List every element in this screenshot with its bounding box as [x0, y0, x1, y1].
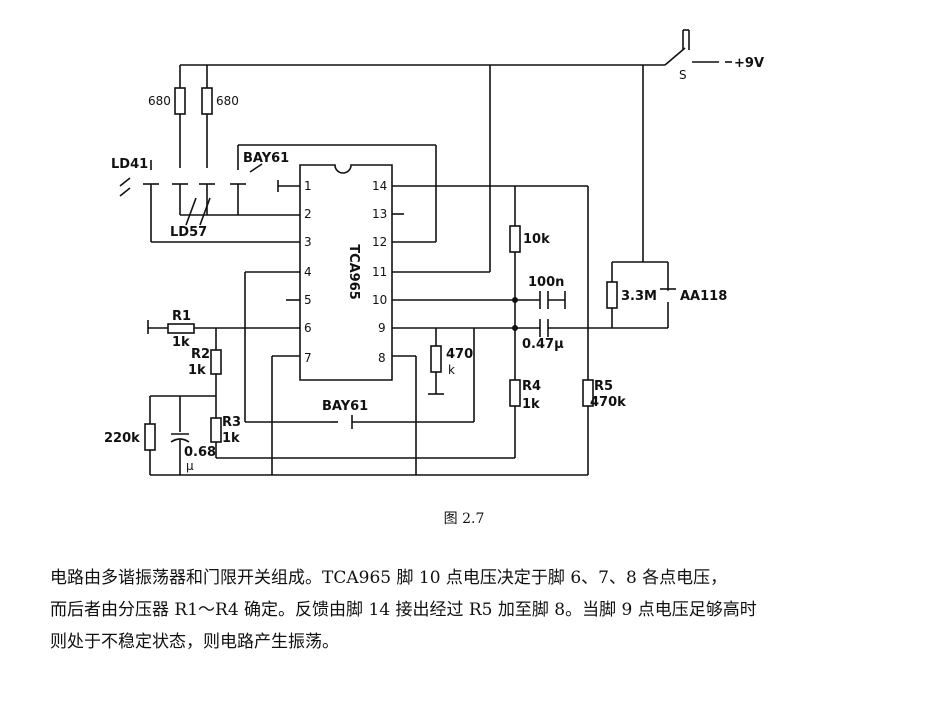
figure-caption: 图 2.7: [443, 511, 485, 527]
ld57-label: LD57: [170, 225, 207, 240]
pin-2: 2: [304, 207, 312, 221]
pin-5: 5: [304, 293, 312, 307]
aa118-label: AA118: [680, 289, 727, 304]
pin-11: 11: [372, 265, 387, 279]
pin-14: 14: [372, 179, 387, 193]
pin-9: 9: [378, 321, 386, 335]
bay61-top-diode: [230, 144, 437, 242]
cap-068-label: 0.68: [184, 445, 216, 460]
resistor-220k: [144, 423, 156, 451]
pin-6: 6: [304, 321, 312, 335]
pin-12: 12: [372, 235, 387, 249]
r470-unit: k: [448, 363, 455, 377]
ic-left-pin-labels: 1 2 3 4 5 6 7: [304, 179, 312, 365]
description-line-3: 则处于不稳定状态，则电路产生振荡。: [50, 632, 339, 652]
pin-1: 1: [304, 179, 312, 193]
r1-value: 1k: [172, 335, 190, 350]
pin-10: 10: [372, 293, 387, 307]
ic-right-pin-labels: 14 13 12 11 10 9 8: [372, 179, 387, 365]
pin-3: 3: [304, 235, 312, 249]
cap-068-unit: μ: [186, 459, 194, 473]
pin-4: 4: [304, 265, 312, 279]
r2-label: R2: [191, 347, 210, 362]
r3-label: R3: [222, 415, 241, 430]
r4-label: R4: [522, 379, 541, 394]
bay61-top-label: BAY61: [243, 151, 289, 166]
r3-value: 1k: [222, 431, 240, 446]
aa118-diode: [661, 290, 675, 302]
supply-label: +9V: [734, 56, 764, 71]
cap-100n-label: 100n: [528, 275, 564, 290]
ic-name: TCA965: [346, 244, 361, 300]
ld57-led-a: [172, 170, 188, 185]
resistor-680-a: [174, 87, 186, 115]
ld57-led-b: [199, 170, 215, 185]
resistor-r3: [210, 417, 222, 443]
resistor-10k: [509, 225, 521, 253]
supply-rail: [180, 29, 732, 66]
resistor-680-b: [201, 87, 213, 115]
resistor-680-a-label: 680: [148, 94, 171, 108]
r33m-label: 3.3M: [621, 289, 657, 304]
resistor-r4: [509, 379, 521, 407]
pin-13: 13: [372, 207, 387, 221]
description-line-1: 电路由多谐振荡器和门限开关组成。TCA965 脚 10 点电压决定于脚 6、7、…: [50, 568, 728, 588]
r10k-label: 10k: [523, 232, 550, 247]
ld41-label: LD41: [111, 157, 148, 172]
tca965-ic: TCA965: [299, 164, 393, 381]
resistor-r1: [167, 323, 195, 334]
r470-label: 470: [446, 347, 473, 362]
resistor-680-b-label: 680: [216, 94, 239, 108]
pin-7: 7: [304, 351, 312, 365]
switch-label: S: [679, 68, 687, 82]
r2-value: 1k: [188, 363, 206, 378]
pin-8: 8: [378, 351, 386, 365]
resistor-470k: [430, 345, 442, 373]
description-text: 电路由多谐振荡器和门限开关组成。TCA965 脚 10 点电压决定于脚 6、7、…: [50, 562, 880, 658]
circuit-schematic: S +9V 680 680 LD41 BAY61 LD57: [104, 29, 764, 476]
cap-047-label: 0.47μ: [522, 337, 564, 352]
r5-value: 470k: [590, 395, 626, 410]
r220k-label: 220k: [104, 431, 140, 446]
description-line-2: 而后者由分压器 R1～R4 确定。反馈由脚 14 接出经过 R5 加至脚 8。当…: [50, 600, 757, 620]
bay61-bottom-label: BAY61: [322, 399, 368, 414]
r5-label: R5: [594, 379, 613, 394]
resistor-3-3m: [606, 281, 618, 309]
r1-label: R1: [172, 309, 191, 324]
r4-value: 1k: [522, 397, 540, 412]
resistor-r2: [210, 349, 222, 375]
